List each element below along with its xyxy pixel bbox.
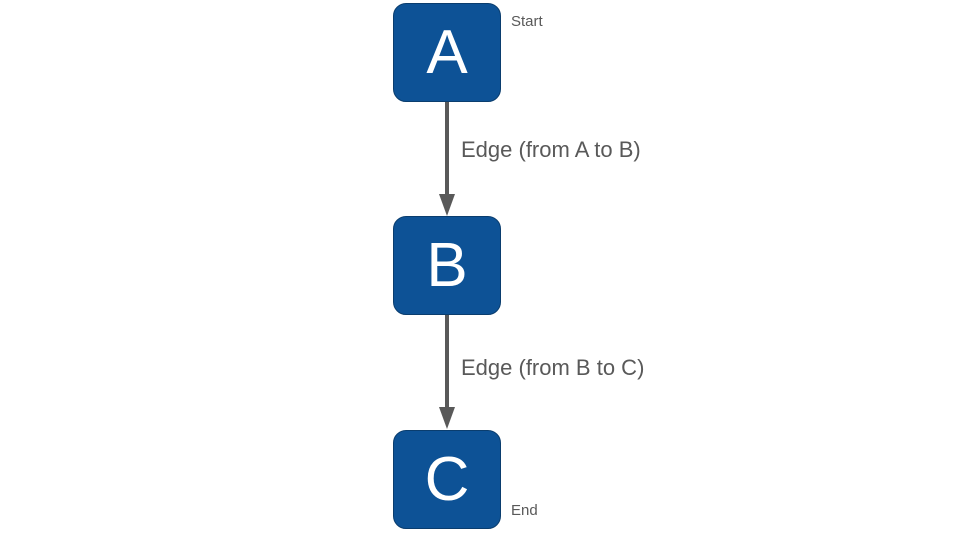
node-a: A — [393, 3, 501, 102]
edge-b-c-line — [445, 315, 449, 409]
node-a-annotation: Start — [511, 13, 543, 30]
node-b-label: B — [426, 230, 468, 300]
edge-a-b-arrowhead — [439, 194, 455, 216]
edge-a-b-line — [445, 102, 449, 196]
node-a-label: A — [426, 17, 468, 87]
node-c: C — [393, 430, 501, 529]
edge-b-c-label: Edge (from B to C) — [461, 355, 645, 380]
edge-a-b-label: Edge (from A to B) — [461, 137, 641, 162]
node-c-label: C — [424, 444, 470, 514]
node-b: B — [393, 216, 501, 315]
node-c-annotation: End — [511, 502, 538, 519]
edge-b-c-arrowhead — [439, 407, 455, 429]
